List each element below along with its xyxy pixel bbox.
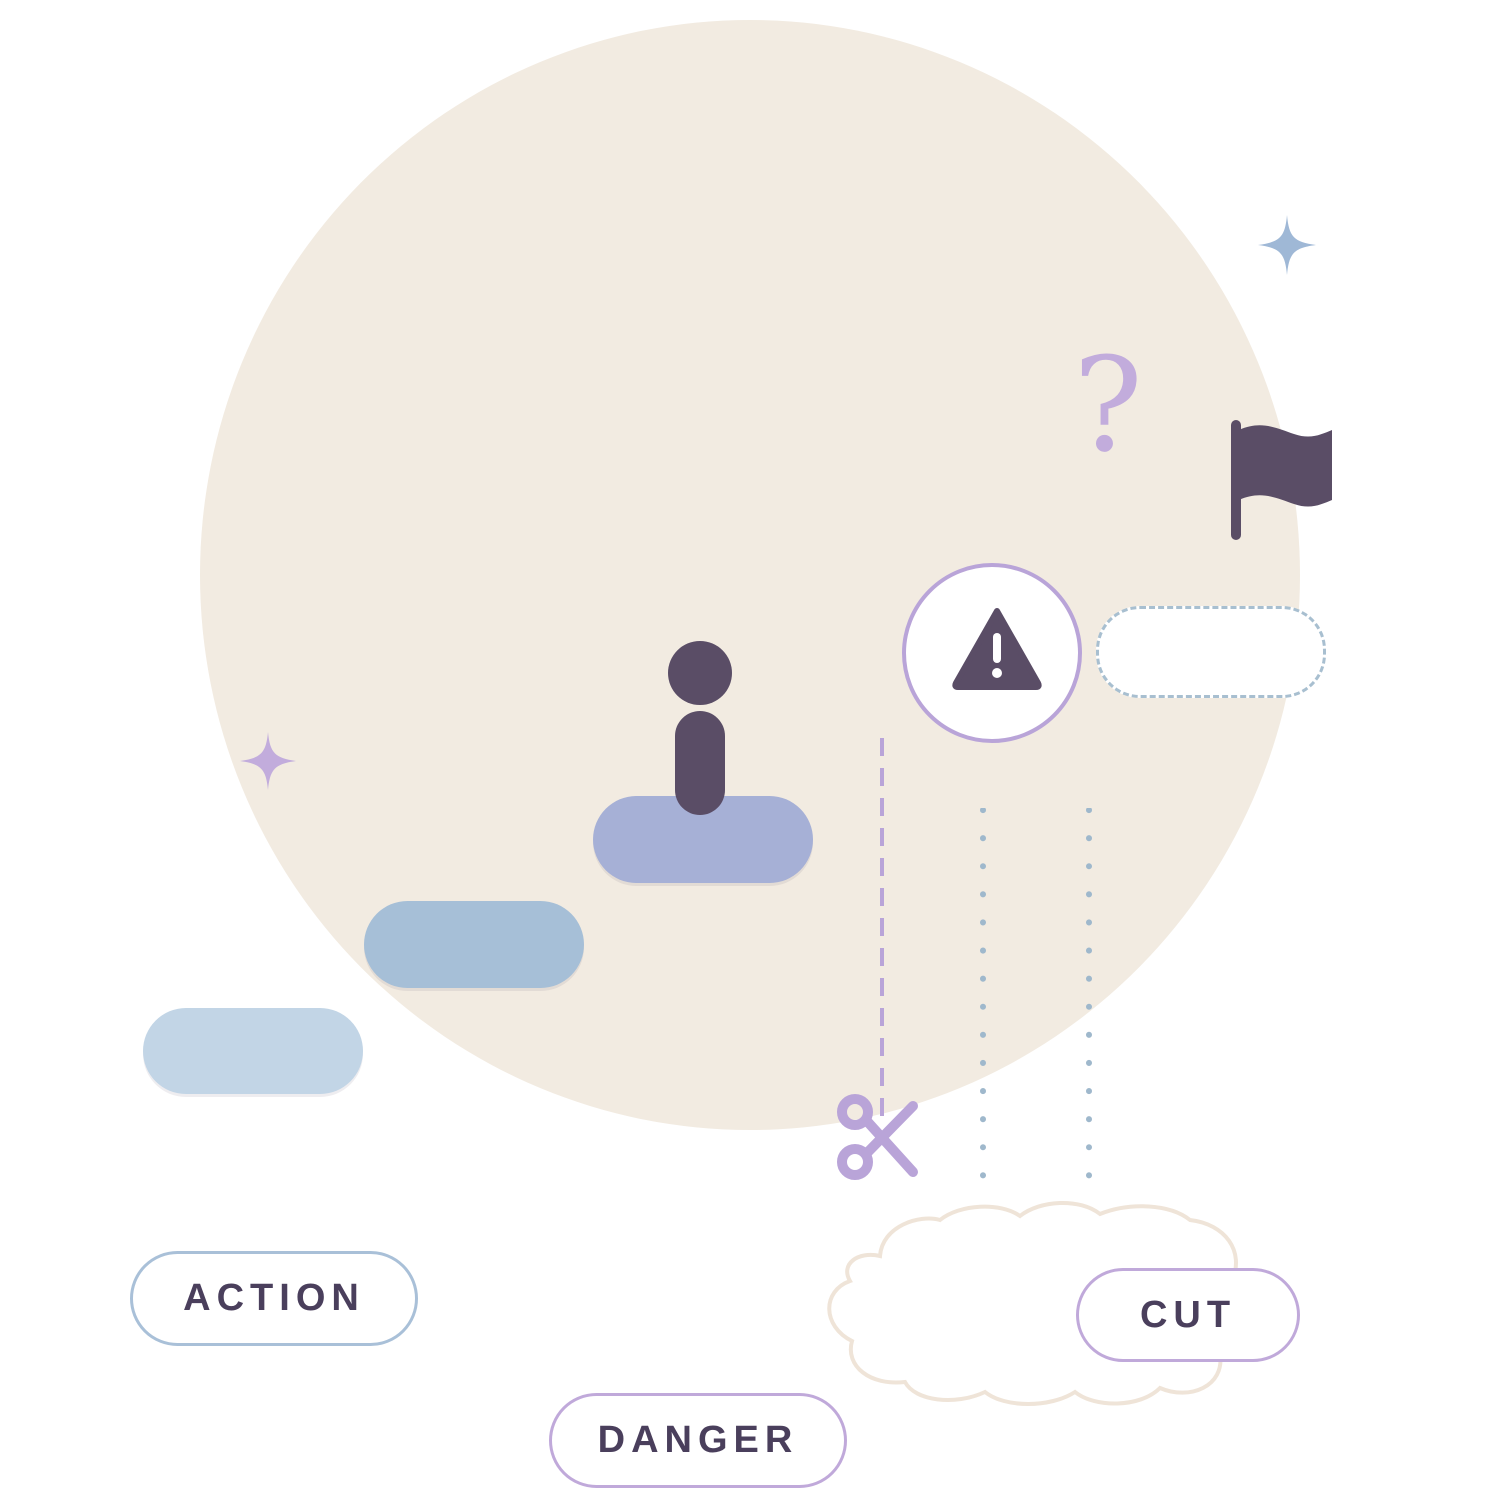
cut-label: CUT <box>1139 1293 1237 1336</box>
flag-icon <box>1231 420 1332 540</box>
cut-guide-line <box>880 738 884 1116</box>
sparkle-icon <box>1258 215 1316 275</box>
empty-step-slot <box>1096 606 1326 698</box>
step-platform-2[interactable] <box>364 901 584 988</box>
background-circle <box>200 20 1300 1130</box>
danger-button[interactable]: DANGER <box>549 1393 847 1488</box>
sparkle-icon <box>240 732 296 790</box>
danger-label: DANGER <box>597 1419 799 1461</box>
step-platform-1[interactable] <box>143 1008 363 1094</box>
question-mark-icon: ? <box>1073 329 1143 481</box>
cut-button[interactable]: CUT <box>1076 1268 1300 1362</box>
warning-badge[interactable] <box>902 563 1082 743</box>
drop-guide-line <box>980 808 986 1187</box>
drop-guide-line <box>1086 808 1092 1187</box>
action-label: ACTION <box>183 1277 365 1319</box>
warning-triangle-icon <box>952 608 1042 690</box>
action-button[interactable]: ACTION <box>130 1251 418 1346</box>
scissors-icon[interactable] <box>833 1092 923 1184</box>
person-icon <box>668 641 732 815</box>
